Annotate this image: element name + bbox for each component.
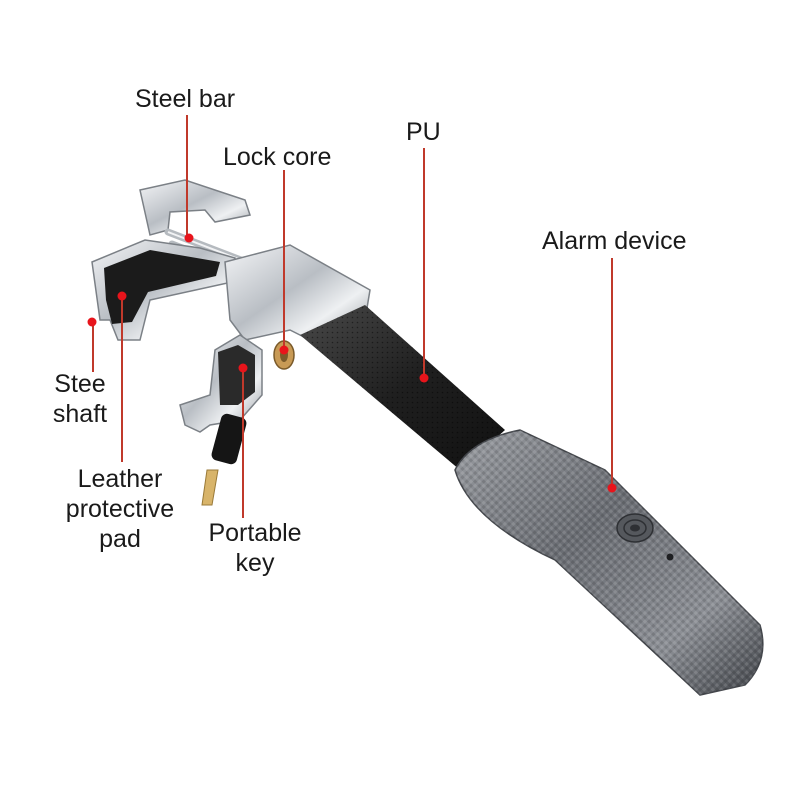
label-lock-core: Lock core: [223, 143, 332, 171]
key-blade: [201, 469, 219, 506]
alarm-speaker: [616, 513, 674, 561]
label-leather-pad-line-1: Leather: [77, 465, 163, 493]
label-portable-key-line-2: key: [235, 549, 275, 577]
upper-hook: [139, 179, 251, 236]
leather-pad: [104, 250, 220, 324]
leader-pu-dot: [419, 373, 429, 383]
leader-steering-shaft-dot: [87, 317, 97, 327]
leader-steel-bar-dot: [184, 233, 194, 243]
leader-portable-key-dot: [238, 363, 248, 373]
label-steel-bar: Steel bar: [135, 85, 236, 113]
label-alarm-device: Alarm device: [542, 227, 687, 255]
label-pu: PU: [406, 118, 441, 146]
label-steering-shaft: Stee shaft: [50, 369, 110, 429]
key-head: [211, 413, 247, 465]
label-steering-shaft-line-2: shaft: [52, 400, 108, 428]
leader-lock-core-dot: [279, 345, 289, 355]
label-leather-pad: Leather protective pad: [58, 464, 182, 554]
label-leather-pad-line-2: protective: [65, 495, 175, 523]
label-portable-key-line-1: Portable: [208, 519, 302, 547]
label-portable-key: Portable key: [200, 518, 310, 578]
leader-alarm-device-dot: [607, 483, 617, 493]
label-steering-shaft-line-1: Stee: [54, 370, 106, 398]
leader-leather-pad-dot: [117, 291, 127, 301]
label-leather-pad-line-3: pad: [99, 525, 141, 553]
